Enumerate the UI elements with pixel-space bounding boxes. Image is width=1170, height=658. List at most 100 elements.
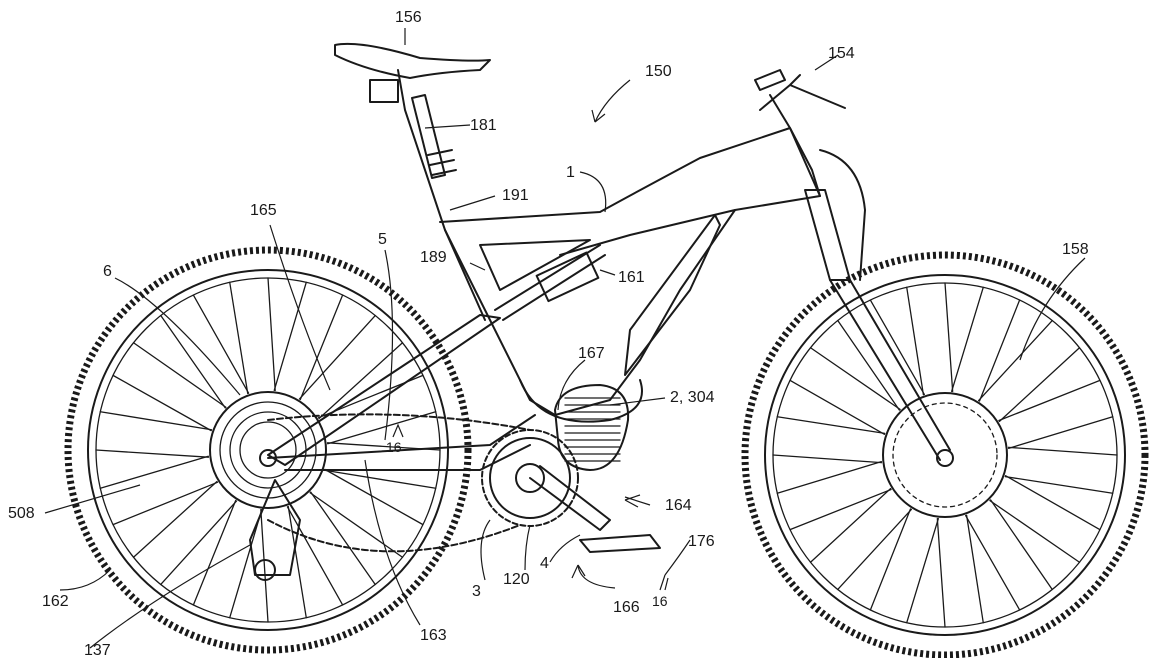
rear-rim <box>87 269 449 631</box>
spoke <box>327 411 437 445</box>
spoke <box>309 492 404 558</box>
spoke <box>978 299 1021 402</box>
motor-housing-outline <box>519 379 643 423</box>
drivetrain <box>267 413 661 553</box>
spoke <box>99 455 209 489</box>
brake-rotor <box>882 392 1008 518</box>
spoke <box>324 468 424 526</box>
rear-wheel <box>64 246 472 654</box>
spoke <box>112 481 219 526</box>
arrow-150 <box>591 109 606 123</box>
label-4: 4 <box>540 555 549 572</box>
spoke <box>260 508 269 623</box>
label-191: 191 <box>502 187 529 204</box>
spoke <box>323 469 437 489</box>
saddle <box>334 42 491 103</box>
spoke <box>267 277 276 392</box>
spoke <box>809 487 892 563</box>
spoke <box>965 514 984 624</box>
spoke <box>286 506 344 606</box>
arrow-164 <box>624 494 641 508</box>
spoke <box>789 488 892 531</box>
spoke <box>229 509 263 619</box>
label-508: 508 <box>8 505 35 522</box>
arrow-16-chain <box>392 423 404 438</box>
front-spokes <box>772 282 1118 628</box>
leader-lines <box>44 28 1086 649</box>
spoke <box>809 347 901 411</box>
label-16-pedal: 16 <box>652 593 668 609</box>
front-tire <box>741 251 1149 658</box>
spoke <box>998 347 1081 423</box>
head-tube <box>769 94 821 197</box>
label-162: 162 <box>42 593 69 610</box>
crank-arm <box>529 465 611 531</box>
battery-cover <box>624 214 721 376</box>
fork <box>804 149 951 461</box>
spoke <box>965 514 1021 611</box>
spoke <box>273 281 307 391</box>
spoke <box>776 461 882 494</box>
spoke <box>1007 446 1118 456</box>
label-1: 1 <box>566 164 575 181</box>
label-164: 164 <box>665 497 692 514</box>
spoke <box>936 517 946 628</box>
spoke <box>772 454 883 464</box>
shock-actuator <box>535 251 600 303</box>
label-181: 181 <box>470 117 497 134</box>
label-16-chain: 16 <box>386 439 402 455</box>
spoke <box>989 499 1081 563</box>
spoke <box>944 282 954 393</box>
front-wheel <box>741 251 1149 658</box>
spoke <box>869 299 925 396</box>
arrow-166 <box>571 564 586 579</box>
motor-housing <box>554 384 630 471</box>
spoke <box>1008 416 1114 449</box>
rear-derailleur <box>249 479 301 581</box>
label-154: 154 <box>828 45 855 62</box>
spoke <box>837 319 901 411</box>
arrow-16-pedal <box>659 574 669 591</box>
label-167: 167 <box>578 345 605 362</box>
frame <box>267 69 821 471</box>
frame-triangle <box>479 239 591 291</box>
front-rim <box>764 274 1126 636</box>
handlebar <box>754 69 846 111</box>
spoke <box>310 491 376 586</box>
spoke <box>192 499 237 606</box>
spoke <box>132 342 227 408</box>
arrows <box>392 109 669 591</box>
fork-lower <box>829 279 951 461</box>
spoke <box>160 314 226 409</box>
cassette <box>209 391 327 509</box>
motor-grille <box>564 397 621 462</box>
label-189: 189 <box>420 249 447 266</box>
label-120: 120 <box>503 571 530 588</box>
label-3: 3 <box>472 583 481 600</box>
spoke <box>776 416 886 435</box>
label-150: 150 <box>645 63 672 80</box>
label-156: 156 <box>395 9 422 26</box>
spoke <box>789 379 886 435</box>
label-137: 137 <box>84 642 111 658</box>
label-163: 163 <box>420 627 447 644</box>
spoke <box>1004 475 1114 494</box>
rear-tire <box>64 246 472 654</box>
spoke <box>977 319 1053 402</box>
spoke <box>287 505 307 619</box>
label-161: 161 <box>618 269 645 286</box>
spoke <box>299 294 344 401</box>
spoke <box>989 499 1053 591</box>
label-165: 165 <box>250 202 277 219</box>
label-166: 166 <box>613 599 640 616</box>
label-5: 5 <box>378 231 387 248</box>
seat-tube <box>397 69 486 321</box>
dropper-post <box>411 94 446 179</box>
rear-spokes <box>95 277 441 623</box>
spoke <box>1004 475 1101 531</box>
spoke <box>906 518 939 624</box>
label-6: 6 <box>103 263 112 280</box>
spoke <box>951 286 984 392</box>
